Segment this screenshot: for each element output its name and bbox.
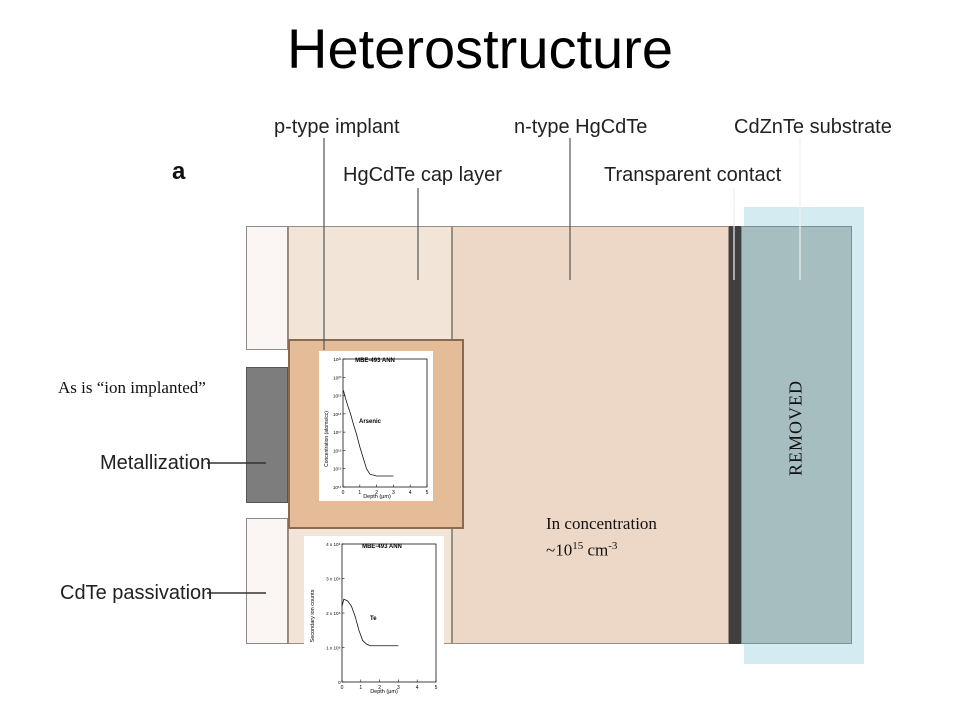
te-xtick-label: 4 [416,685,419,691]
te-xtick-label: 0 [341,685,344,691]
te-ylabel: Secondary ion counts [310,589,316,642]
in-concentration-line2: ~1015 cm-3 [546,535,657,562]
arsenic-header: MBE-493 ANN [355,358,395,364]
te-xtick-label: 2 [378,685,381,691]
panel-letter: a [172,158,186,185]
arsenic-chart: MBE-493 ANN Arsenic Concentration (atoms… [324,357,429,500]
te-xtick-label: 3 [397,685,400,691]
label-removed: REMOVED [785,380,806,476]
arsenic-species-label: Arsenic [359,419,382,425]
label-n-type-hgcdte: n-type HgCdTe [514,116,648,138]
arsenic-profile-line [342,389,394,477]
page-title: Heterostructure [287,17,673,80]
in-concentration-unit: cm [583,540,609,560]
te-profile-line [341,598,399,647]
te-xlabel: Depth (μm) [370,689,398,695]
label-p-type-implant: p-type implant [274,116,400,138]
arsenic-ytick-label: 10¹⁴ [333,485,342,490]
arsenic-xtick-label: 4 [409,490,412,496]
label-metallization: Metallization [100,452,212,474]
cdte-passivation-top [246,226,288,350]
te-ytick-label: 4 x 10⁶ [326,542,341,547]
te-plot-frame [341,543,437,683]
in-concentration-annotation: In concentration ~1015 cm-3 [546,513,657,562]
transparent-contact-layer [729,226,741,644]
arsenic-xtick-label: 5 [426,490,429,496]
te-header: MBE-493 ANN [362,544,402,550]
arsenic-plot-frame [342,358,428,488]
arsenic-ytick-label: 10¹⁶ [333,448,342,453]
arsenic-xlabel: Depth (μm) [363,494,391,500]
label-as-ion-implanted: As is “ion implanted” [58,378,206,397]
te-xtick-label: 5 [435,685,438,691]
in-concentration-line1: In concentration [546,514,657,533]
arsenic-xtick-label: 3 [392,490,395,496]
arsenic-ylabel: Concentration (atoms/cc) [324,411,330,467]
in-concentration-unit-exp: -3 [608,540,618,552]
arsenic-ytick-label: 10²¹ [333,357,342,362]
in-concentration-base: ~10 [546,540,573,560]
cdte-passivation-bottom [246,518,288,644]
inset-arsenic: MBE-493 ANN Arsenic Concentration (atoms… [319,351,433,501]
n-type-hgcdte-layer [452,226,729,644]
in-concentration-exp: 15 [572,540,584,552]
inset-te: MBE-493 ANN Te Secondary ion counts Dept… [304,536,444,696]
te-ytick-label: 2 x 10⁶ [326,611,341,616]
arsenic-ytick-label: 10¹⁸ [333,412,342,417]
label-hgcdte-cap-layer: HgCdTe cap layer [343,164,502,186]
te-xtick-label: 1 [359,685,362,691]
te-ytick-label: 3 x 10⁶ [326,577,341,582]
label-cdznte-substrate: CdZnTe substrate [734,116,892,138]
label-transparent-contact: Transparent contact [604,164,782,186]
arsenic-xtick-label: 0 [342,490,345,496]
cdznte-substrate-layer [741,226,852,644]
arsenic-xtick-label: 2 [375,490,378,496]
arsenic-xtick-label: 1 [358,490,361,496]
label-cdte-passivation: CdTe passivation [60,582,213,604]
metallization-block [246,367,288,503]
te-chart: MBE-493 ANN Te Secondary ion counts Dept… [310,542,438,695]
arsenic-ytick-label: 10¹⁵ [333,467,342,472]
te-ytick-label: 1 x 10⁶ [326,646,341,651]
te-ytick-label: 0 [338,680,341,685]
arsenic-ytick-label: 10¹⁷ [333,430,342,435]
te-species-label: Te [370,616,377,622]
arsenic-ytick-label: 10²⁰ [333,375,342,380]
arsenic-ytick-label: 10¹⁹ [333,394,342,399]
